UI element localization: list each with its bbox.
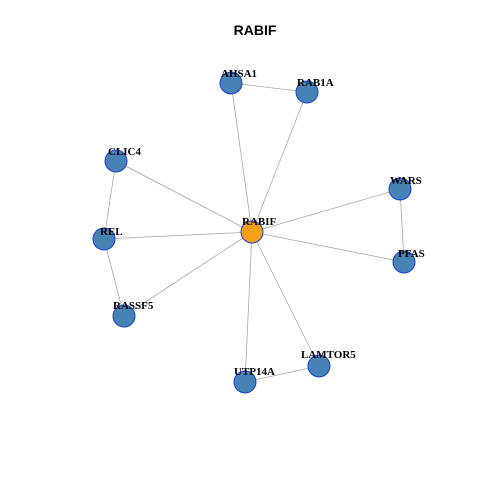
edge-rabif-clic4: [115, 160, 253, 233]
edge-rabif-rel: [103, 231, 253, 240]
edge-clic4-rel: [103, 160, 117, 240]
node-label-lamtor5: LAMTOR5: [301, 349, 356, 361]
edge-rabif-wars: [251, 188, 401, 233]
node-lamtor5: [307, 354, 331, 378]
edge-wars-pfas: [399, 188, 405, 263]
node-label-utp14a: UTP14A: [234, 366, 275, 378]
edge-rabif-utp14a: [244, 231, 253, 383]
node-pfas: [392, 250, 416, 274]
node-label-clic4: CLIC4: [108, 146, 142, 158]
node-rab1a: [295, 80, 319, 104]
edge-rel-rassf5: [103, 238, 125, 317]
node-utp14a: [233, 370, 257, 394]
edge-rabif-rassf5: [123, 231, 253, 317]
node-label-wars: WARS: [390, 175, 422, 187]
node-label-rabif: RABIF: [242, 216, 277, 228]
nodes-layer: [92, 71, 416, 394]
edge-rabif-lamtor5: [251, 231, 320, 367]
node-rabif: [240, 220, 264, 244]
node-label-pfas: PFAS: [398, 248, 425, 260]
edges-layer: [103, 82, 405, 383]
node-label-ahsa1: AHSA1: [221, 68, 257, 80]
diagram-title: RABIF: [234, 22, 277, 38]
edge-rabif-rab1a: [251, 91, 308, 233]
edge-rabif-ahsa1: [230, 82, 253, 233]
edge-rabif-pfas: [251, 231, 405, 263]
edge-ahsa1-rab1a: [230, 82, 308, 93]
edge-lamtor5-utp14a: [244, 365, 320, 383]
node-wars: [388, 177, 412, 201]
node-rassf5: [112, 304, 136, 328]
node-label-rel: REL: [100, 226, 123, 238]
node-label-rassf5: RASSF5: [113, 300, 154, 312]
node-label-rab1a: RAB1A: [297, 77, 334, 89]
node-clic4: [104, 149, 128, 173]
node-ahsa1: [219, 71, 243, 95]
node-rel: [92, 227, 116, 251]
